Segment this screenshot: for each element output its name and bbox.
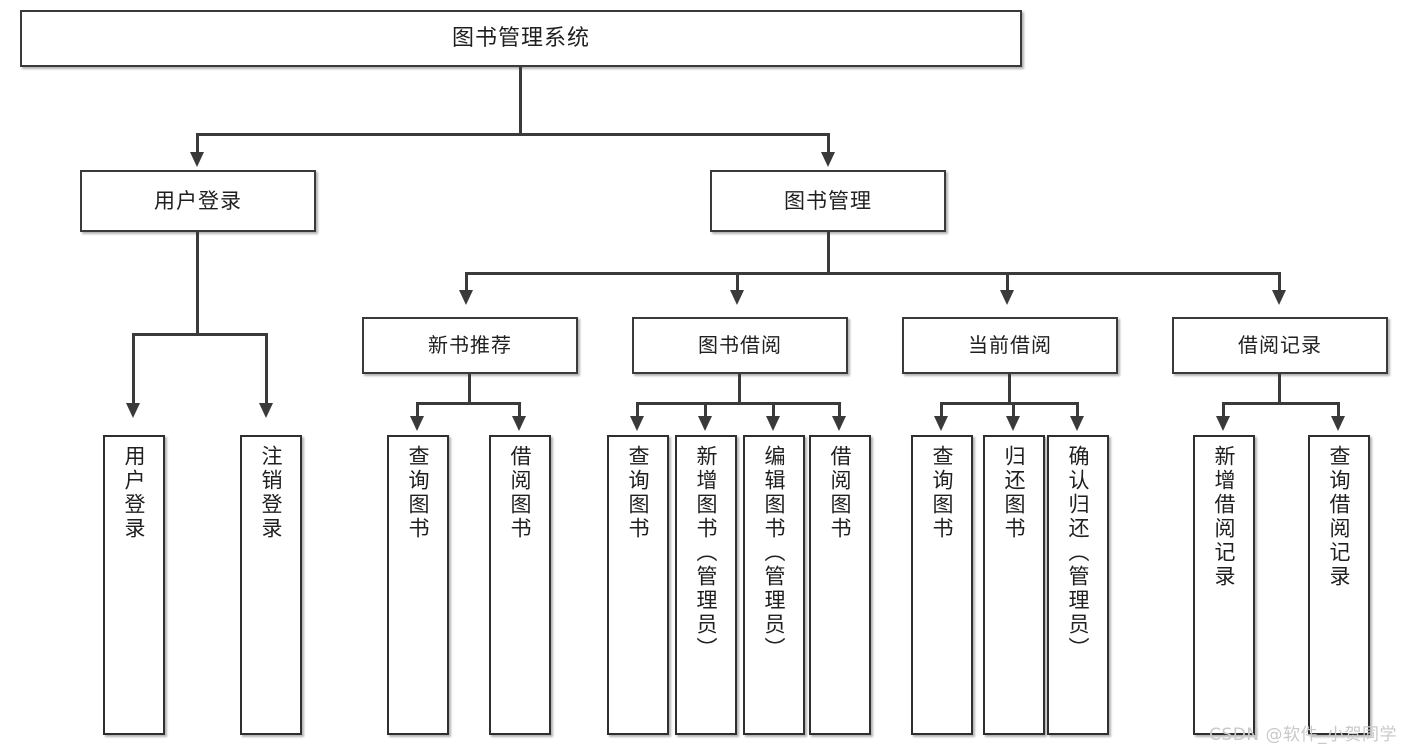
connector-root-to-book-mgmt [827, 133, 830, 155]
connector-book-borrow-leaf-1 [636, 402, 639, 418]
node-current-borrow[interactable]: 当前借阅 [902, 317, 1118, 374]
arrowhead-new-book-leaf-2 [512, 416, 526, 431]
connector-book-borrow-leaf-4 [838, 402, 841, 418]
connector-book-borrow-bus [636, 402, 841, 405]
connector-borrow-record-leaf-1 [1222, 402, 1225, 418]
node-root-system[interactable]: 图书管理系统 [20, 10, 1022, 67]
node-label: 图书管理系统 [451, 25, 590, 51]
connector-to-book-borrow [736, 272, 739, 292]
connector-current-borrow-leaf-2 [1012, 402, 1015, 418]
node-label: 查询图书 [626, 445, 651, 541]
connector-level3-bus [465, 272, 1281, 275]
arrowhead-new-book-leaf-1 [410, 416, 424, 431]
node-label: 当前借阅 [968, 333, 1052, 357]
connector-borrow-record-stem [1278, 374, 1281, 404]
node-label: 新增图书（管理员） [694, 445, 719, 661]
arrowhead-user-login [190, 152, 204, 167]
leaf-confirm-return-admin[interactable]: 确认归还（管理员） [1047, 435, 1109, 735]
connector-to-current-borrow [1006, 272, 1009, 292]
node-label: 查询借阅记录 [1327, 445, 1352, 589]
connector-current-borrow-leaf-3 [1076, 402, 1079, 418]
node-label: 注销登录 [259, 445, 284, 541]
connector-to-borrow-record [1278, 272, 1281, 292]
arrowhead-book-borrow-leaf-3 [766, 416, 780, 431]
connector-user-login-leaf-2 [265, 333, 268, 405]
connector-new-book-leaf-2 [518, 402, 521, 418]
node-user-login[interactable]: 用户登录 [80, 170, 316, 232]
arrowhead-current-borrow-leaf-2 [1006, 416, 1020, 431]
leaf-edit-book-admin[interactable]: 编辑图书（管理员） [743, 435, 805, 735]
connector-user-login-leaf-1 [132, 333, 135, 405]
arrowhead-book-borrow-leaf-4 [832, 416, 846, 431]
connector-book-borrow-stem [738, 374, 741, 404]
connector-book-borrow-leaf-3 [772, 402, 775, 418]
node-label: 新书推荐 [428, 333, 512, 357]
node-label: 编辑图书（管理员） [762, 445, 787, 661]
connector-borrow-record-bus [1222, 402, 1340, 405]
connector-user-login-stem [196, 232, 199, 335]
arrowhead-borrow-record-leaf-2 [1331, 416, 1345, 431]
node-label: 图书借阅 [698, 333, 782, 357]
connector-root-to-user-login [196, 133, 199, 155]
node-label: 借阅图书 [508, 445, 533, 541]
node-new-book-recommend[interactable]: 新书推荐 [362, 317, 578, 374]
arrowhead-borrow-record-leaf-1 [1216, 416, 1230, 431]
connector-new-book-stem [468, 374, 471, 404]
node-borrow-record[interactable]: 借阅记录 [1172, 317, 1388, 374]
arrowhead-current-borrow-leaf-1 [934, 416, 948, 431]
node-book-borrow[interactable]: 图书借阅 [632, 317, 848, 374]
node-label: 确认归还（管理员） [1066, 445, 1091, 661]
leaf-return-book[interactable]: 归还图书 [983, 435, 1045, 735]
leaf-query-borrow-record[interactable]: 查询借阅记录 [1308, 435, 1370, 735]
connector-root-bus [196, 133, 830, 136]
leaf-user-login[interactable]: 用户登录 [103, 435, 165, 735]
arrowhead-leaf-user-login [126, 403, 140, 418]
connector-user-login-bus [132, 333, 267, 336]
connector-current-borrow-leaf-1 [940, 402, 943, 418]
node-label: 用户登录 [122, 445, 147, 541]
arrowhead-book-borrow [730, 290, 744, 305]
arrowhead-current-borrow [1000, 290, 1014, 305]
node-label: 查询图书 [406, 445, 431, 541]
node-label: 用户登录 [154, 188, 242, 213]
connector-new-book-leaf-1 [416, 402, 419, 418]
leaf-query-book-borrow[interactable]: 查询图书 [607, 435, 669, 735]
connector-current-borrow-stem [1008, 374, 1011, 404]
leaf-logout[interactable]: 注销登录 [240, 435, 302, 735]
arrowhead-book-borrow-leaf-1 [630, 416, 644, 431]
node-label: 图书管理 [784, 188, 872, 213]
connector-new-book-bus [416, 402, 521, 405]
node-label: 归还图书 [1002, 445, 1027, 541]
connector-book-mgmt-stem [827, 232, 830, 274]
node-label: 新增借阅记录 [1212, 445, 1237, 589]
arrowhead-current-borrow-leaf-3 [1070, 416, 1084, 431]
arrowhead-book-mgmt [821, 152, 835, 167]
arrowhead-leaf-logout [259, 403, 273, 418]
connector-to-new-book [465, 272, 468, 292]
node-label: 借阅图书 [828, 445, 853, 541]
node-book-management[interactable]: 图书管理 [710, 170, 946, 232]
leaf-borrow-book[interactable]: 借阅图书 [809, 435, 871, 735]
node-label: 借阅记录 [1238, 333, 1322, 357]
leaf-query-book-recommend[interactable]: 查询图书 [387, 435, 449, 735]
leaf-add-borrow-record[interactable]: 新增借阅记录 [1193, 435, 1255, 735]
connector-current-borrow-bus [940, 402, 1078, 405]
connector-root-stem [519, 67, 522, 135]
leaf-query-book-current[interactable]: 查询图书 [911, 435, 973, 735]
connector-book-borrow-leaf-2 [704, 402, 707, 418]
arrowhead-book-borrow-leaf-2 [698, 416, 712, 431]
arrowhead-borrow-record [1272, 290, 1286, 305]
node-label: 查询图书 [930, 445, 955, 541]
arrowhead-new-book [459, 290, 473, 305]
connector-borrow-record-leaf-2 [1337, 402, 1340, 418]
leaf-add-book-admin[interactable]: 新增图书（管理员） [675, 435, 737, 735]
leaf-borrow-book-recommend[interactable]: 借阅图书 [489, 435, 551, 735]
